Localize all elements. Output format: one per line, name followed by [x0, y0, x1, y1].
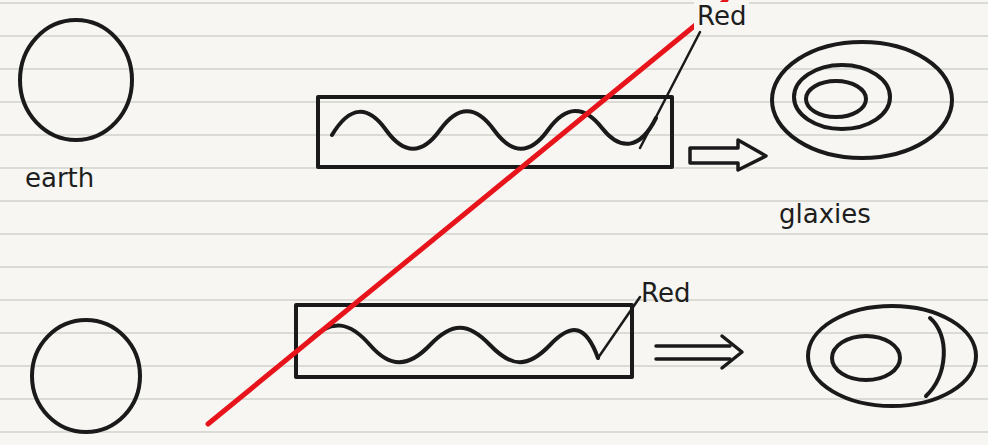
- double-arrow: [656, 357, 730, 361]
- double-arrow: [656, 344, 730, 348]
- leader-line: [640, 32, 700, 148]
- wave-box: [296, 305, 632, 377]
- double-arrow-head: [722, 336, 742, 368]
- ruled-lines: [0, 3, 988, 432]
- galaxy-outer: [808, 306, 976, 406]
- galaxy-inner: [832, 336, 900, 380]
- earth-circle: [20, 20, 132, 140]
- block-arrow: [690, 140, 766, 170]
- light-wave: [332, 111, 656, 149]
- galaxy-arm: [926, 318, 944, 396]
- cross-out-line: [208, 0, 726, 424]
- light-wave: [310, 325, 598, 362]
- leader-line: [598, 297, 640, 358]
- galaxy-inner: [794, 65, 890, 129]
- earth-circle: [32, 320, 140, 432]
- sketch-label: Red: [638, 279, 693, 307]
- sketch-label: earth: [22, 164, 97, 192]
- sketch-label: Red: [694, 2, 749, 30]
- galaxy-core: [806, 81, 866, 117]
- sketch-label: glaxies: [776, 200, 874, 228]
- wave-box: [318, 97, 672, 167]
- galaxy-outer: [772, 42, 952, 158]
